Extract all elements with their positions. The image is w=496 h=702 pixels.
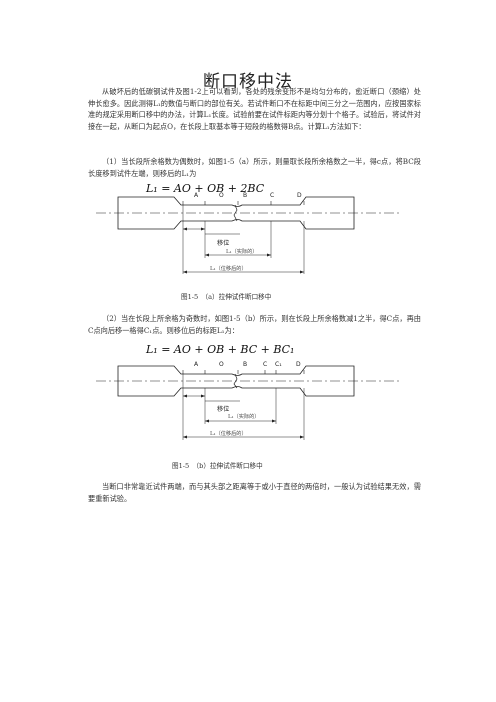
figure-a-caption: 图1-5 （a）拉伸试件断口移中 — [181, 293, 272, 301]
fig-b-point-B: B — [243, 361, 248, 368]
fig-a-point-D: D — [297, 192, 302, 199]
fig-a-point-B: B — [243, 192, 248, 199]
fig-b-shift-label: 移位 — [217, 406, 230, 413]
fig-b-measured-label: L₁（实际的） — [228, 414, 260, 420]
fig-a-shift-label: 移位 — [217, 240, 230, 247]
paragraph-even-case: （1）当长段所余格数为偶数时，如图1-5（a）所示，则量取长段所余格数之一半，得… — [88, 157, 421, 178]
fig-a-point-C: C — [270, 192, 275, 199]
fig-a-point-O: O — [219, 192, 224, 199]
paragraph-intro: 从破坏后的低碳钢试件及图1-2上可以看到，各处的残余变形不是均匀分布的，愈近断口… — [88, 87, 421, 131]
fig-a-point-A: A — [194, 192, 199, 199]
fig-a-after-label: L₁（位移后的） — [210, 266, 247, 272]
fig-b-point-A: A — [194, 361, 199, 368]
paragraph-odd-case: （2）当在长段上所余格为奇数时，如图1-5（b）所示，则在长段上所余格数减1之半… — [88, 314, 421, 335]
formula-odd: L₁ = AO + OB + BC + BC₁ — [146, 343, 295, 356]
formula-even: L₁ = AO + OB + 2BC — [146, 182, 265, 195]
paragraph-invalid-result: 当断口非常靠近试件两端，而与其头部之距离等于或小于直径的两倍时，一般认为试验结果… — [88, 482, 421, 503]
fig-b-point-D: D — [296, 361, 301, 368]
fig-b-point-O: O — [219, 361, 224, 368]
page-title: 断口移中法 — [203, 72, 293, 92]
fig-b-point-C: C — [263, 361, 268, 368]
figure-b-caption: 图1-5 （b）拉伸试件断口移中 — [172, 462, 263, 470]
fig-b-after-label: L₁（位移后的） — [210, 431, 247, 437]
fig-b-point-C1: C₁ — [275, 361, 282, 368]
fig-a-measured-label: L₁（实际的） — [226, 249, 258, 255]
